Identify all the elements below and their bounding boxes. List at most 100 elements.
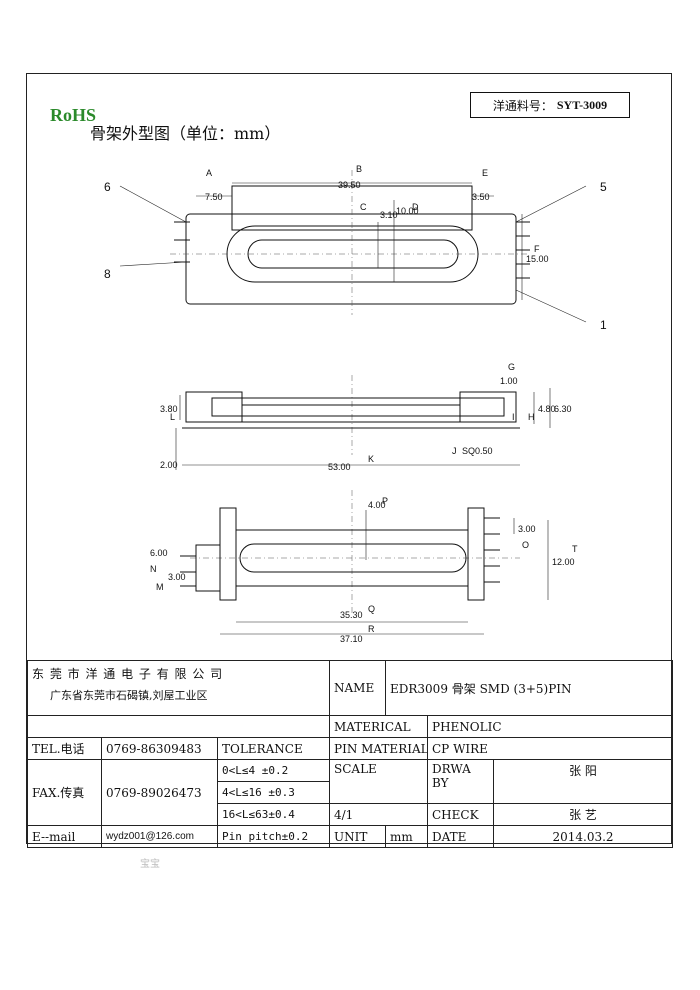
dim-text-2-00: 2.00 bbox=[160, 460, 178, 470]
dim-text-7-50: 7.50 bbox=[205, 192, 223, 202]
dim-text-37-10: 37.10 bbox=[340, 634, 363, 644]
bottom-view-left-tab bbox=[195, 544, 221, 592]
dim-text-53-00: 53.00 bbox=[328, 462, 351, 472]
marker-q: Q bbox=[368, 604, 375, 614]
marker-t: T bbox=[572, 544, 578, 554]
rohs-label: RoHS bbox=[50, 105, 97, 125]
marker-c: C bbox=[360, 202, 367, 212]
marker-j: J bbox=[452, 446, 457, 456]
leader-pin-8 bbox=[119, 261, 187, 267]
marker-r: R bbox=[368, 624, 375, 634]
pin-material-value: CP WIRE bbox=[426, 737, 674, 760]
material-value: PHENOLIC bbox=[426, 715, 674, 738]
marker-b: B bbox=[356, 164, 362, 174]
tolerance-pin-pitch: Pin pitch±0.2 bbox=[217, 825, 330, 848]
bottom-view-left-flange bbox=[219, 507, 237, 601]
name-value: EDR3009 骨架 SMD (3+5)PIN bbox=[384, 660, 674, 716]
footer-mark: 宝宝 bbox=[140, 859, 160, 870]
drawing-title: 骨架外型图（单位：mm） bbox=[90, 124, 281, 143]
dim-text-10-00: 10.00 bbox=[396, 206, 419, 216]
part-number-label: 洋通料号： bbox=[492, 98, 553, 113]
tel-label: TEL.电话 bbox=[27, 737, 102, 760]
part-number-value: SYT-3009 bbox=[556, 97, 608, 112]
leader-pin-6 bbox=[119, 185, 187, 223]
company-address: 广东省东莞市石碣镇,刘屋工业区 bbox=[50, 689, 208, 702]
pin-label-1: 1 bbox=[600, 318, 607, 332]
side-view-left-flange bbox=[185, 391, 243, 423]
bottom-view-oval bbox=[239, 543, 467, 573]
dim-text-39-50: 39.50 bbox=[338, 180, 361, 190]
pin-label-6: 6 bbox=[104, 180, 111, 194]
title-block: 东 莞 市 洋 通 电 子 有 限 公 司 广东省东莞市石碣镇,刘屋工业区 NA… bbox=[27, 660, 674, 848]
tolerance-label: TOLERANCE bbox=[217, 737, 330, 760]
marker-f: F bbox=[534, 244, 540, 254]
marker-g: G bbox=[508, 362, 515, 372]
company-cell: 东 莞 市 洋 通 电 子 有 限 公 司 广东省东莞市石碣镇,刘屋工业区 bbox=[27, 660, 330, 716]
technical-drawing: 6 5 8 1 7.50 39.50 3.50 3.10 10.00 15.00… bbox=[104, 164, 607, 644]
fax-label: FAX.传真 bbox=[27, 759, 102, 826]
dim-text-4-80: 4.80 bbox=[538, 404, 556, 414]
marker-d: D bbox=[412, 202, 419, 212]
dim-text-12-00: 12.00 bbox=[552, 557, 575, 567]
marker-k: K bbox=[368, 454, 374, 464]
dim-text-3-00-left: 3.00 bbox=[168, 572, 186, 582]
dim-text-6-30: 6.30 bbox=[554, 404, 572, 414]
dim-text-4-00: 4.00 bbox=[368, 500, 386, 510]
check-label: CHECK bbox=[427, 803, 494, 826]
bottom-view-right-flange bbox=[467, 507, 485, 601]
marker-a: A bbox=[206, 168, 212, 178]
unit-label: UNIT bbox=[329, 825, 386, 848]
pin-label-8: 8 bbox=[104, 267, 111, 281]
bottom-view-body bbox=[235, 529, 469, 587]
marker-o: O bbox=[522, 540, 529, 550]
side-view: 1.00 3.80 4.80 6.30 2.00 SQ0.50 53.00 G … bbox=[160, 362, 572, 472]
top-view-inner-oval bbox=[247, 239, 459, 269]
email-value: wydz001@126.com bbox=[101, 825, 218, 848]
marker-m: M bbox=[156, 582, 164, 592]
dim-text-sq0-50: SQ0.50 bbox=[462, 446, 493, 456]
dim-text-3-10: 3.10 bbox=[380, 210, 398, 220]
marker-n: N bbox=[150, 564, 157, 574]
leader-pin-5 bbox=[515, 185, 587, 223]
blank-row bbox=[27, 715, 330, 738]
marker-i: I bbox=[512, 412, 515, 422]
bottom-view: 4.00 6.00 3.00 3.00 12.00 35.30 37.10 P … bbox=[150, 490, 578, 644]
dim-text-15-00: 15.00 bbox=[526, 254, 549, 264]
marker-h: H bbox=[528, 412, 535, 422]
side-view-top-plate bbox=[211, 397, 505, 417]
marker-e: E bbox=[482, 168, 488, 178]
email-label: E--mail bbox=[27, 825, 102, 848]
marker-p: P bbox=[382, 496, 388, 506]
company-name: 东 莞 市 洋 通 电 子 有 限 公 司 bbox=[32, 667, 224, 681]
drawn-by-label: DRWA BY bbox=[427, 759, 494, 804]
tolerance-row-1: 0<L≤4 ±0.2 bbox=[217, 759, 330, 782]
dim-text-6-00: 6.00 bbox=[150, 548, 168, 558]
tolerance-row-2: 4<L≤16 ±0.3 bbox=[217, 781, 330, 804]
pin-label-5: 5 bbox=[600, 180, 607, 194]
scale-value: 4/1 bbox=[329, 803, 428, 826]
date-value: 2014.03.2 bbox=[492, 825, 674, 848]
dim-text-3-80: 3.80 bbox=[160, 404, 178, 414]
side-view-right-flange bbox=[459, 391, 517, 423]
material-label: MATERICAL bbox=[329, 715, 428, 738]
dim-text-3-50: 3.50 bbox=[472, 192, 490, 202]
dim-text-3-00-right: 3.00 bbox=[518, 524, 536, 534]
fax-value: 0769-89026473 bbox=[101, 759, 218, 826]
name-label: NAME bbox=[329, 660, 386, 716]
date-label: DATE bbox=[427, 825, 494, 848]
leader-pin-1 bbox=[515, 289, 587, 323]
drawn-by-value: 张 阳 bbox=[492, 759, 674, 804]
check-value: 张 艺 bbox=[492, 803, 674, 826]
scale-label: SCALE bbox=[329, 759, 428, 804]
top-view-outer-oval bbox=[226, 225, 479, 283]
marker-l: L bbox=[170, 412, 175, 422]
pin-material-label: PIN MATERIAL bbox=[329, 737, 428, 760]
tel-value: 0769-86309483 bbox=[101, 737, 218, 760]
dim-text-1-00: 1.00 bbox=[500, 376, 518, 386]
part-number-box: 洋通料号： SYT-3009 bbox=[470, 92, 630, 118]
top-view: 6 5 8 1 7.50 39.50 3.50 3.10 10.00 15.00… bbox=[104, 164, 607, 332]
top-view-body bbox=[185, 213, 517, 305]
unit-value: mm bbox=[385, 825, 428, 848]
tolerance-row-3: 16<L≤63±0.4 bbox=[217, 803, 330, 826]
dim-text-35-30: 35.30 bbox=[340, 610, 363, 620]
